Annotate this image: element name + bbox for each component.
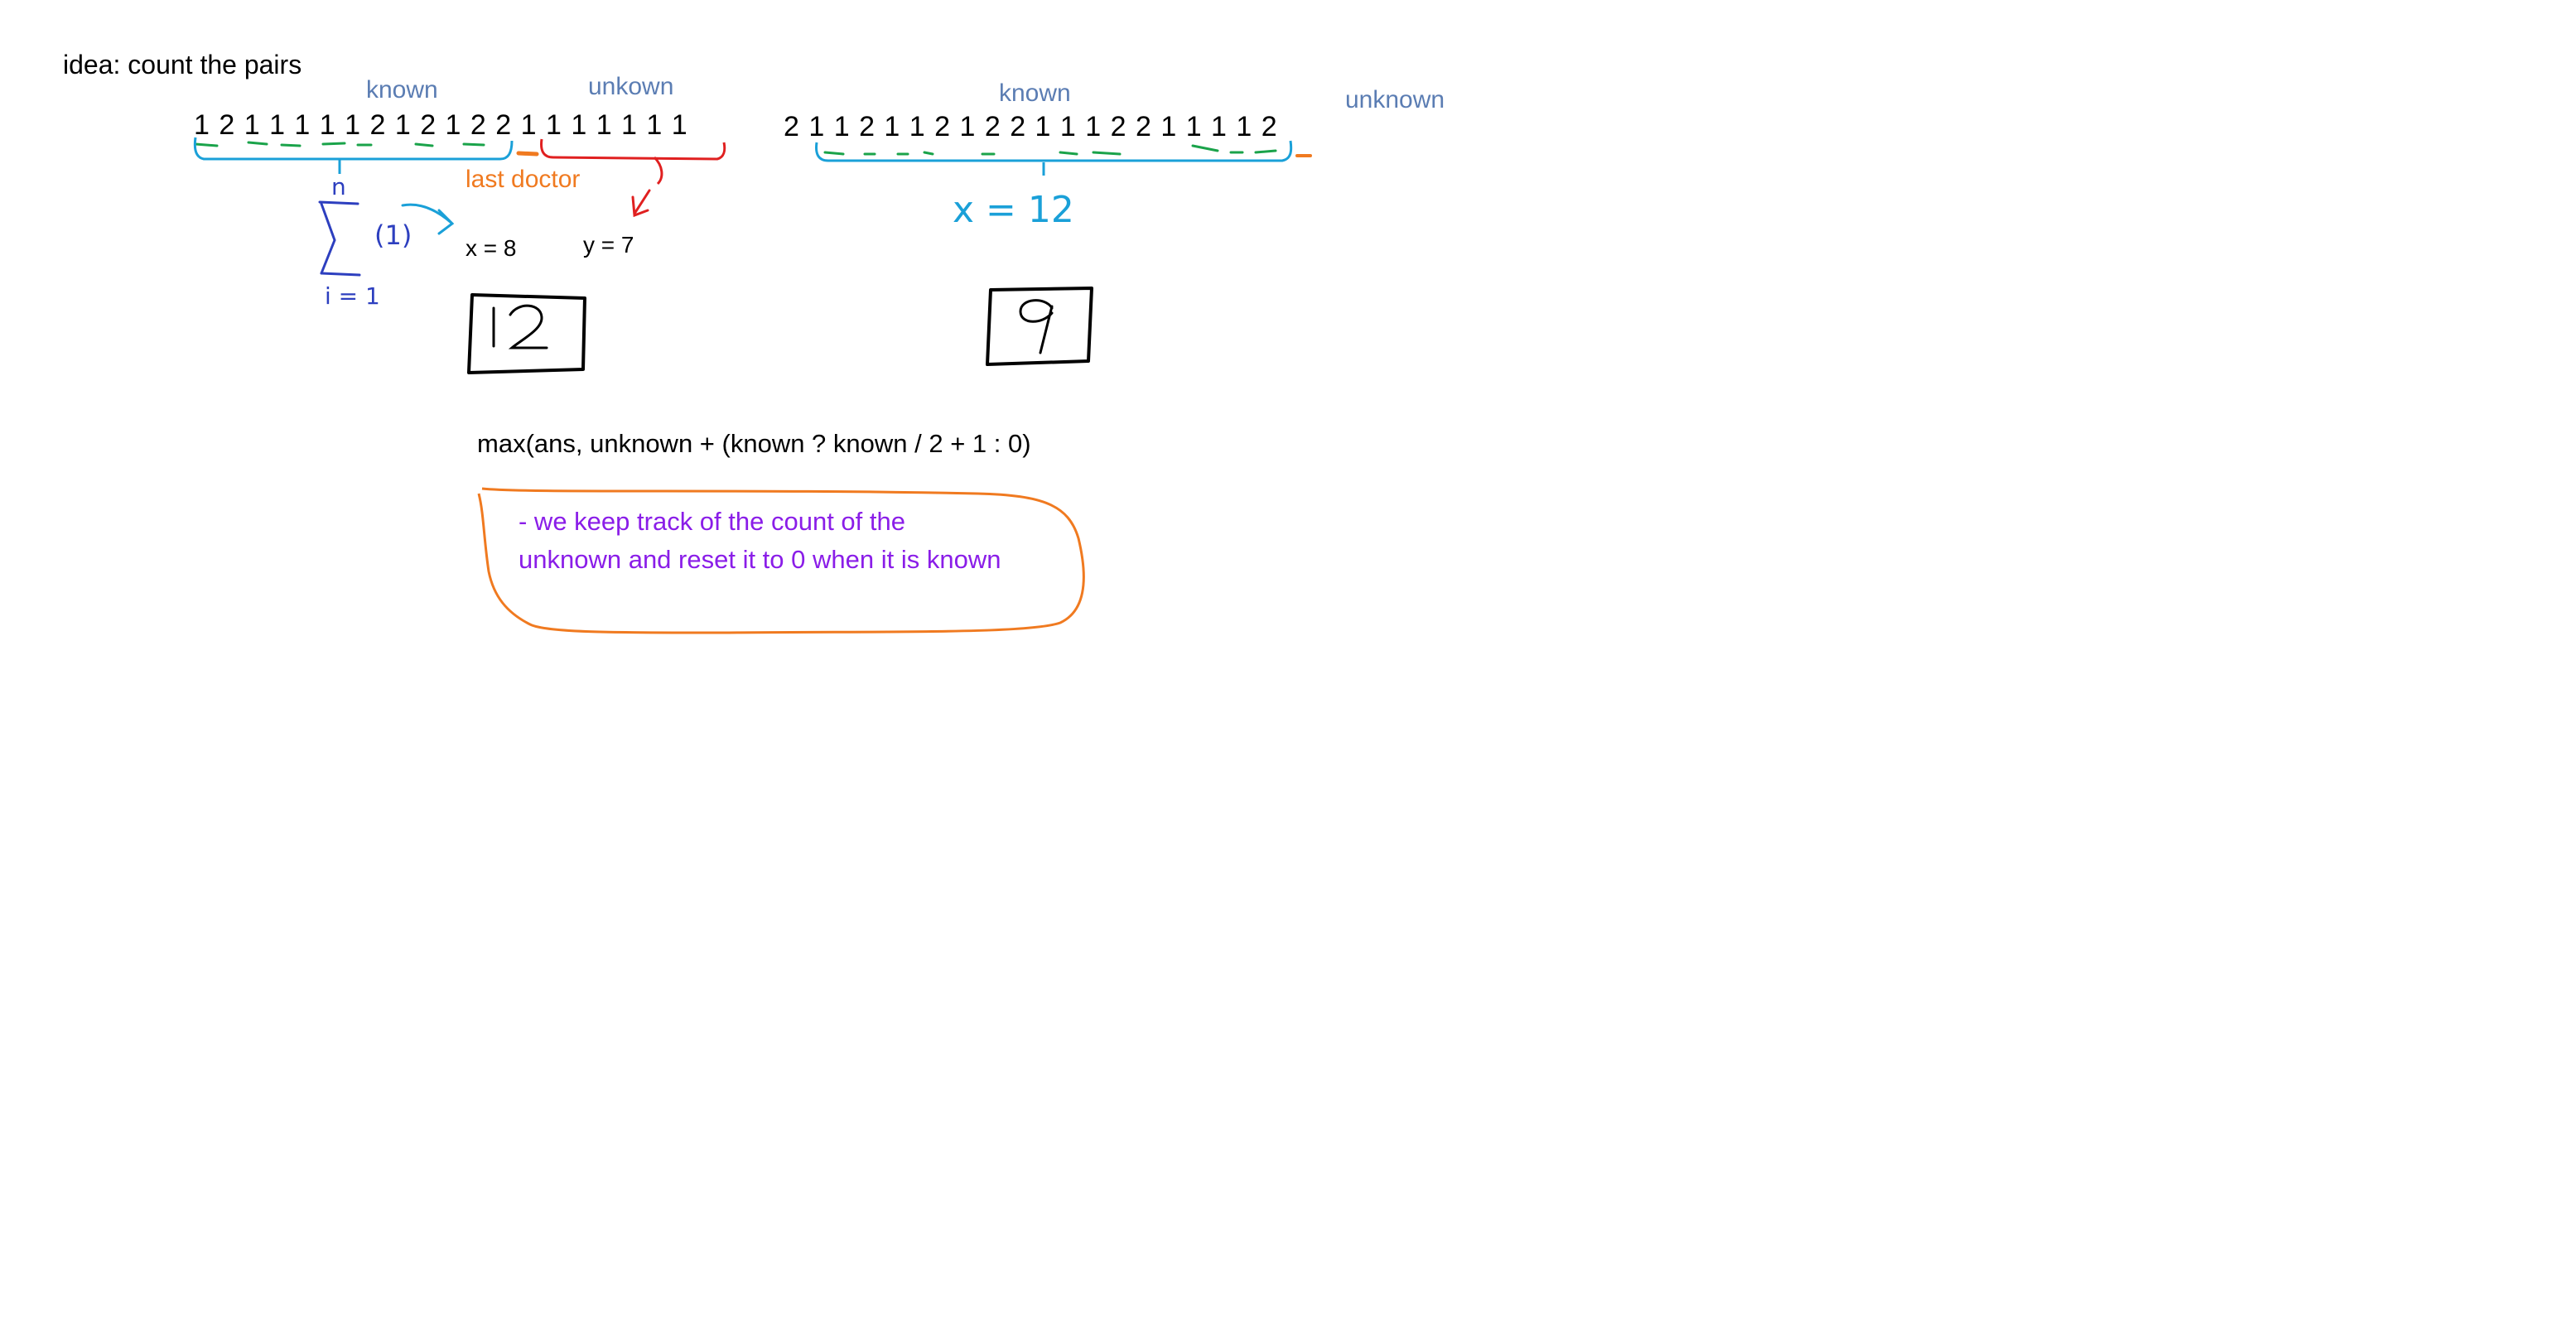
left-unknown-bracket-hook <box>653 156 663 186</box>
sigma-lower-limit: i = 1 <box>325 282 380 310</box>
note-outline <box>477 487 1085 634</box>
right-pair-dashes <box>823 144 1277 156</box>
y-value-left: y = 7 <box>583 232 634 258</box>
right-known-bracket <box>815 140 1293 162</box>
x-value-left: x = 8 <box>466 235 517 261</box>
sigma-term: (1) <box>374 219 412 251</box>
right-unknown-label: unknown <box>1345 86 1445 113</box>
last-doctor-marker <box>516 151 539 157</box>
right-known-label: known <box>999 80 1071 107</box>
result-box-left <box>467 293 586 374</box>
note-line-1: - we keep track of the count of the <box>519 507 905 536</box>
result-digit-right <box>1019 299 1054 354</box>
sigma-upper-limit: n <box>331 173 346 200</box>
note-line-2: unknown and reset it to 0 when it is kno… <box>519 545 1001 574</box>
left-sequence: 1 2 1 1 1 1 1 2 1 2 1 2 2 1 1 1 1 1 1 1 <box>194 109 688 141</box>
red-arrow <box>631 189 651 218</box>
x-value-right: x = 12 <box>953 189 1074 231</box>
blue-arrow <box>401 203 455 235</box>
result-box-right <box>986 287 1093 366</box>
result-digits-left <box>492 304 548 349</box>
sigma-symbol <box>318 200 361 277</box>
page-title: idea: count the pairs <box>63 50 302 80</box>
left-pair-dashes <box>194 141 485 147</box>
last-doctor-label: last doctor <box>466 166 581 193</box>
left-unknown-label: unkown <box>588 73 674 100</box>
formula: max(ans, unknown + (known ? known / 2 + … <box>477 429 1031 458</box>
result-right: 9 <box>0 0 1 1</box>
right-sequence: 2 1 1 2 1 1 2 1 2 2 1 1 1 2 2 1 1 1 1 2 <box>784 111 1278 142</box>
left-known-label: known <box>366 76 438 104</box>
left-unknown-bracket <box>540 138 726 161</box>
left-known-bracket <box>193 137 514 161</box>
